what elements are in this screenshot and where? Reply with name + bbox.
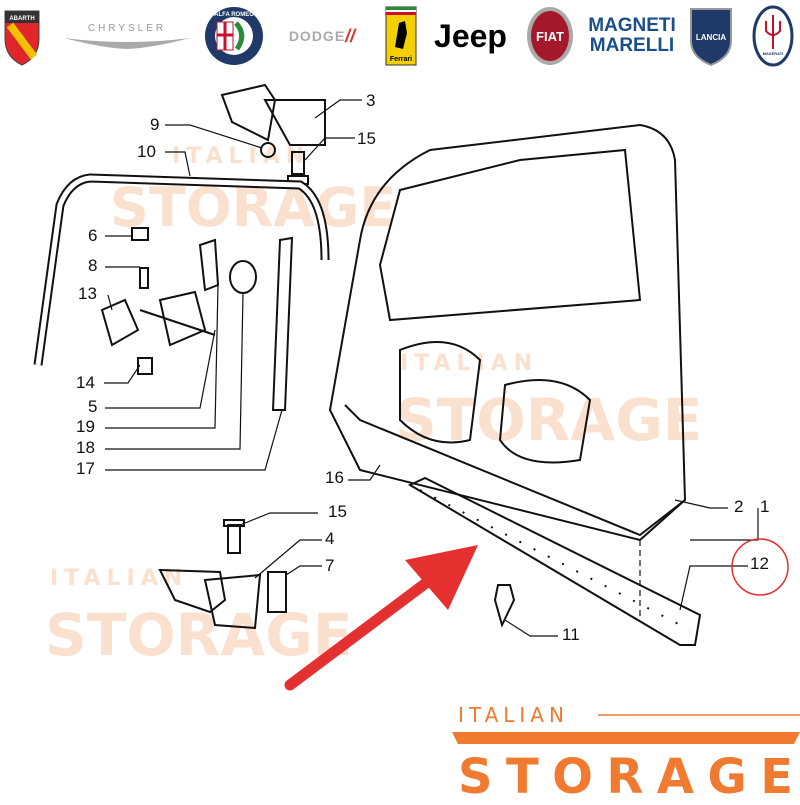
door-shell (328, 123, 687, 542)
glass-run-strip (271, 236, 294, 411)
alfa-romeo-logo: ALFA ROMEO (203, 4, 265, 68)
red-arrow-icon (284, 545, 478, 691)
bumper-19 (198, 238, 220, 292)
callout-14: 14 (76, 373, 95, 392)
callout-8: 8 (88, 256, 97, 275)
fiat-logo: FIAT (525, 4, 575, 68)
dodge-logo: DODGE// (288, 25, 356, 46)
upper-hinge (220, 83, 326, 146)
magneti-marelli-logo: MAGNETI MARELLI (588, 15, 676, 56)
nut (260, 142, 276, 158)
svg-text:STORAGE: STORAGE (45, 601, 352, 669)
brand-logo-bar: ABARTH CHRYSLER ALFA ROMEO DODGE// Ferra… (0, 0, 800, 75)
clip (493, 584, 516, 628)
callout-15: 15 (357, 129, 376, 148)
door-check (139, 290, 216, 347)
sill-strip (407, 476, 702, 646)
abarth-logo: ABARTH (2, 4, 42, 68)
bumper-18 (229, 260, 257, 294)
chrysler-logo: CHRYSLER (62, 4, 192, 68)
svg-text:STORAGE: STORAGE (458, 749, 793, 800)
callout-19: 19 (76, 417, 95, 436)
callout-15-lower: 15 (328, 502, 347, 521)
bracket (100, 298, 140, 347)
svg-text:ABARTH: ABARTH (9, 16, 34, 22)
callout-3: 3 (366, 91, 375, 110)
svg-text:STORAGE: STORAGE (395, 386, 702, 454)
callout-5: 5 (88, 397, 97, 416)
callout-13: 13 (78, 284, 97, 303)
lower-hinge (158, 568, 262, 630)
svg-text:ALFA ROMEO: ALFA ROMEO (214, 12, 254, 18)
highlight-circle (731, 538, 789, 596)
lancia-logo: LANCIA (688, 4, 734, 68)
maserati-logo: MASERATI (752, 4, 794, 68)
line-art (33, 83, 759, 646)
callout-6: 6 (88, 226, 97, 245)
parts-diagram: ITALIAN STORAGE ITALIAN STORAGE ITALIAN … (33, 83, 789, 691)
ferrari-logo: Ferrari (385, 4, 417, 68)
svg-text:ITALIAN: ITALIAN (400, 351, 538, 376)
svg-text:MASERATI: MASERATI (763, 51, 784, 56)
screw-14 (137, 357, 153, 375)
callout-12: 12 (750, 554, 769, 573)
callout-1: 1 (760, 497, 769, 516)
bolt-15b (223, 519, 245, 554)
callout-4: 4 (325, 529, 334, 548)
svg-text:Ferrari: Ferrari (390, 56, 412, 63)
callout-16: 16 (325, 468, 344, 487)
svg-text:FIAT: FIAT (536, 29, 564, 44)
callout-18: 18 (76, 438, 95, 457)
svg-text:ITALIAN: ITALIAN (172, 144, 310, 169)
svg-text:ITALIAN: ITALIAN (458, 703, 569, 727)
italian-storage-logo: ITALIAN STORAGE (450, 700, 800, 805)
callout-7: 7 (325, 556, 334, 575)
watermark: ITALIAN STORAGE ITALIAN STORAGE ITALIAN … (45, 144, 702, 669)
shim-7 (267, 571, 287, 613)
callout-17: 17 (76, 459, 95, 478)
callout-10: 10 (137, 142, 156, 161)
callout-labels: 3 9 15 10 6 8 13 14 5 19 18 17 16 2 1 15… (76, 91, 769, 644)
pin-8 (139, 267, 149, 289)
svg-text:LANCIA: LANCIA (696, 33, 726, 42)
jeep-logo: Jeep (434, 17, 507, 54)
callout-9: 9 (150, 115, 159, 134)
callout-2: 2 (734, 497, 743, 516)
callout-11: 11 (562, 625, 580, 644)
